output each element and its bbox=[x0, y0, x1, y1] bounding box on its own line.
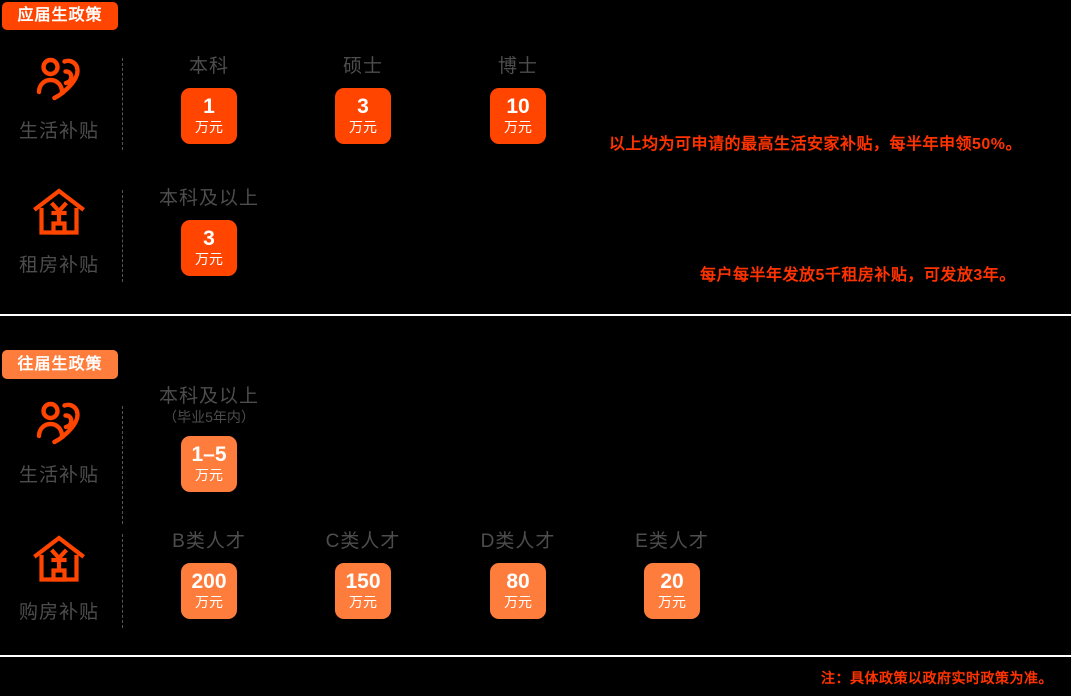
item-head: 博士 bbox=[497, 56, 538, 77]
item-talent-b: B类人才 200 万元 bbox=[160, 531, 258, 619]
row-divider-dashed bbox=[122, 534, 123, 628]
amount-value: 3 bbox=[357, 95, 369, 119]
item-head: D类人才 bbox=[480, 531, 556, 552]
amount-chip: 3 万元 bbox=[181, 219, 237, 276]
amount-chip: 80 万元 bbox=[490, 562, 546, 619]
amount-value: 200 bbox=[191, 570, 227, 594]
row-label-home-purchase-subsidy: 购房补贴 bbox=[0, 533, 118, 624]
item-living-master: 硕士 3 万元 bbox=[314, 56, 412, 144]
amount-value: 1 bbox=[203, 95, 215, 119]
amount-unit: 万元 bbox=[349, 594, 377, 611]
amount-chip: 10 万元 bbox=[490, 87, 546, 144]
row-label-text: 购房补贴 bbox=[18, 602, 99, 623]
row-label-rent-subsidy: 租房补贴 bbox=[0, 186, 118, 277]
row-label-text: 生活补贴 bbox=[18, 121, 99, 142]
item-talent-c: C类人才 150 万元 bbox=[314, 531, 412, 619]
house-yuan-icon bbox=[30, 533, 88, 585]
item-head: E类人才 bbox=[635, 531, 709, 552]
amount-chip: 150 万元 bbox=[335, 562, 391, 619]
amount-value: 10 bbox=[506, 95, 530, 119]
amount-unit: 万元 bbox=[195, 594, 223, 611]
item-rent-bachelor-and-above: 本科及以上 3 万元 bbox=[150, 188, 268, 276]
section-badge-fresh-graduate: 应届生政策 bbox=[2, 2, 118, 30]
item-head: 本科 bbox=[188, 56, 229, 77]
amount-chip: 20 万元 bbox=[644, 562, 700, 619]
item-head: 本科及以上 bbox=[158, 188, 259, 209]
amount-unit: 万元 bbox=[195, 466, 223, 483]
note-living-allowance: 以上均为可申请的最高生活安家补贴，每半年申领50%。 bbox=[609, 136, 1023, 153]
amount-unit: 万元 bbox=[504, 594, 532, 611]
amount-value: 1–5 bbox=[191, 442, 227, 466]
amount-value: 20 bbox=[660, 570, 684, 594]
item-living-bachelor: 本科 1 万元 bbox=[160, 56, 258, 144]
item-head: 本科及以上 bbox=[158, 386, 259, 407]
amount-value: 3 bbox=[203, 227, 215, 251]
people-heart-icon bbox=[30, 52, 88, 104]
item-head: C类人才 bbox=[325, 531, 401, 552]
note-rent-subsidy: 每户每半年发放5千租房补贴，可发放3年。 bbox=[700, 267, 1016, 284]
section-badge-past-graduate: 往届生政策 bbox=[2, 350, 118, 379]
item-talent-e: E类人才 20 万元 bbox=[623, 531, 721, 619]
row-divider-dashed bbox=[122, 406, 123, 524]
item-subhead: （毕业5年内） bbox=[163, 408, 255, 425]
amount-value: 150 bbox=[345, 570, 381, 594]
amount-unit: 万元 bbox=[504, 119, 532, 136]
row-label-living-allowance-past: 生活补贴 bbox=[0, 396, 118, 487]
amount-unit: 万元 bbox=[195, 251, 223, 268]
section-divider-line bbox=[0, 314, 1071, 316]
row-label-text: 租房补贴 bbox=[18, 255, 99, 276]
item-head: B类人才 bbox=[172, 531, 246, 552]
amount-chip: 1–5 万元 bbox=[181, 435, 237, 492]
row-label-text: 生活补贴 bbox=[18, 465, 99, 486]
house-yuan-icon bbox=[30, 186, 88, 238]
row-divider-dashed bbox=[122, 58, 123, 150]
item-living-doctor: 博士 10 万元 bbox=[469, 56, 567, 144]
item-head: 硕士 bbox=[342, 56, 383, 77]
amount-unit: 万元 bbox=[195, 119, 223, 136]
amount-chip: 3 万元 bbox=[335, 87, 391, 144]
item-past-living-bachelor-and-above: 本科及以上 （毕业5年内） 1–5 万元 bbox=[150, 386, 268, 492]
amount-chip: 1 万元 bbox=[181, 87, 237, 144]
people-heart-icon bbox=[30, 396, 88, 448]
footer-note: 注：具体政策以政府实时政策为准。 bbox=[821, 670, 1053, 686]
row-divider-dashed bbox=[122, 190, 123, 282]
amount-value: 80 bbox=[506, 570, 530, 594]
amount-unit: 万元 bbox=[349, 119, 377, 136]
amount-chip: 200 万元 bbox=[181, 562, 237, 619]
item-talent-d: D类人才 80 万元 bbox=[469, 531, 567, 619]
amount-unit: 万元 bbox=[658, 594, 686, 611]
row-label-living-allowance-fresh: 生活补贴 bbox=[0, 52, 118, 143]
footer-divider-line bbox=[0, 655, 1071, 657]
